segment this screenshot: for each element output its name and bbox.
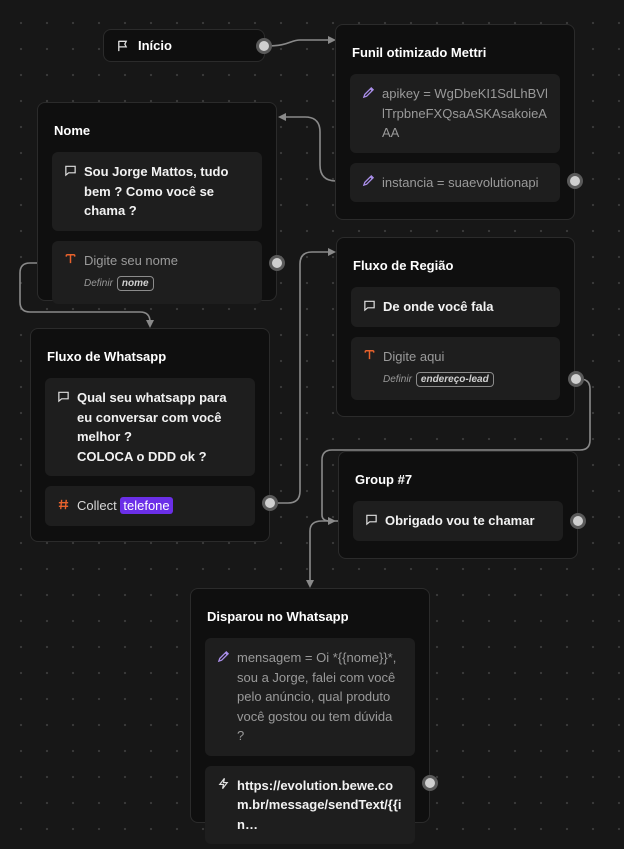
disparou-set-text: mensagem = Oi *{{nome}}*, sou a Jorge, f… — [237, 650, 397, 743]
pencil-icon — [361, 174, 375, 188]
whatsapp-title: Fluxo de Whatsapp — [47, 349, 167, 364]
whatsapp-message-line1: Qual seu whatsapp para eu conversar com … — [77, 390, 227, 444]
regiao-define-row: Definir endereço-lead — [383, 370, 548, 390]
lightning-icon — [216, 777, 230, 791]
start-node[interactable]: Início — [103, 29, 265, 62]
flag-icon — [116, 39, 129, 52]
disparou-set-variable-block[interactable]: mensagem = Oi *{{nome}}*, sou a Jorge, f… — [205, 638, 415, 756]
nome-title: Nome — [54, 123, 91, 138]
chat-bubble-icon — [56, 389, 70, 403]
whatsapp-message-block[interactable]: Qual seu whatsapp para eu conversar com … — [45, 378, 255, 476]
whatsapp-message-line2: COLOCA o DDD ok ? — [77, 448, 207, 464]
start-label: Início — [138, 38, 172, 53]
disparou-title: Disparou no Whatsapp — [207, 609, 349, 624]
text-input-icon — [362, 348, 376, 362]
pencil-icon — [216, 649, 230, 663]
funil-output-handle[interactable] — [567, 173, 583, 189]
regiao-message-block[interactable]: De onde você fala — [351, 287, 560, 327]
regiao-message-text: De onde você fala — [383, 299, 494, 314]
whatsapp-collect-block[interactable]: Collect telefone — [45, 486, 255, 526]
regiao-title: Fluxo de Região — [353, 258, 454, 273]
regiao-node[interactable]: Fluxo de Região De onde você fala Digite… — [336, 237, 575, 417]
whatsapp-output-handle[interactable] — [262, 495, 278, 511]
nome-node[interactable]: Nome Sou Jorge Mattos, tudo bem ? Como v… — [37, 102, 277, 304]
regiao-text-input-block[interactable]: Digite aqui Definir endereço-lead — [351, 336, 560, 400]
chat-bubble-icon — [364, 512, 378, 526]
group7-message-text: Obrigado vou te chamar — [385, 513, 535, 528]
funil-node[interactable]: Funil otimizado Mettri apikey = WgDbeKI1… — [335, 24, 575, 220]
pencil-icon — [361, 85, 375, 99]
edge-whatsapp-to-regiao — [270, 251, 330, 504]
nome-output-handle[interactable] — [269, 255, 285, 271]
funil-set-instancia-block[interactable]: instancia = suaevolutionapi — [350, 162, 560, 202]
group7-title: Group #7 — [355, 472, 413, 487]
disparou-output-handle[interactable] — [422, 775, 438, 791]
funil-apikey-text: apikey = WgDbeKI1SdLhBVllTrpbneFXQsaASKA… — [382, 86, 548, 140]
regiao-input-placeholder: Digite aqui — [383, 348, 445, 364]
group7-message-block[interactable]: Obrigado vou te chamar — [353, 501, 563, 541]
disparou-webhook-block[interactable]: https://evolution.bewe.com.br/message/se… — [205, 765, 415, 844]
whatsapp-collect-label: Collect — [77, 498, 117, 513]
regiao-define-label: Definir — [383, 374, 412, 385]
chat-bubble-icon — [362, 298, 376, 312]
hash-icon — [56, 497, 70, 511]
group7-node[interactable]: Group #7 Obrigado vou te chamar — [338, 451, 578, 559]
nome-define-label: Definir — [84, 278, 113, 289]
nome-message-block[interactable]: Sou Jorge Mattos, tudo bem ? Como você s… — [52, 152, 262, 231]
funil-set-apikey-block[interactable]: apikey = WgDbeKI1SdLhBVllTrpbneFXQsaASKA… — [350, 74, 560, 153]
regiao-output-handle[interactable] — [568, 371, 584, 387]
nome-message-text: Sou Jorge Mattos, tudo bem ? Como você s… — [84, 164, 229, 218]
start-output-handle[interactable] — [256, 38, 272, 54]
chat-bubble-icon — [63, 163, 77, 177]
group7-output-handle[interactable] — [570, 513, 586, 529]
nome-input-placeholder: Digite seu nome — [84, 252, 178, 268]
text-input-icon — [63, 252, 77, 266]
nome-text-input-block[interactable]: Digite seu nome Definir nome — [52, 240, 262, 304]
regiao-variable-tag: endereço-lead — [415, 372, 494, 388]
edge-inicio-to-funil — [264, 39, 330, 47]
disparou-webhook-url: https://evolution.bewe.com.br/message/se… — [237, 777, 402, 832]
nome-define-row: Definir nome — [84, 274, 250, 294]
nome-variable-tag: nome — [116, 276, 154, 292]
funil-title: Funil otimizado Mettri — [352, 45, 487, 60]
whatsapp-collect-variable: telefone — [120, 497, 173, 514]
disparou-node[interactable]: Disparou no Whatsapp mensagem = Oi *{{no… — [190, 588, 430, 844]
whatsapp-node[interactable]: Fluxo de Whatsapp Qual seu whatsapp para… — [30, 328, 270, 542]
funil-instancia-text: instancia = suaevolutionapi — [382, 174, 539, 190]
